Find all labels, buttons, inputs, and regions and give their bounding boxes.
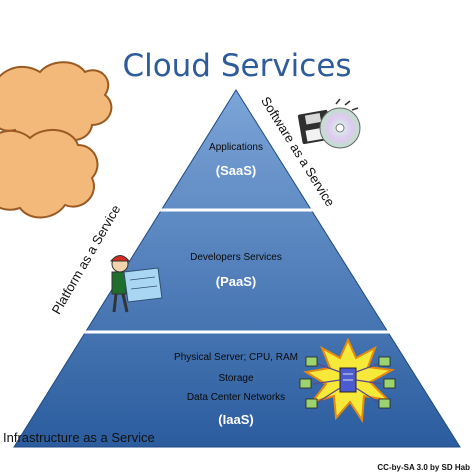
tier-iaas-line-3: Data Center Networks bbox=[186, 392, 286, 403]
tier-iaas-abbr: (IaaS) bbox=[218, 412, 254, 427]
tier-saas-label: Applications bbox=[209, 142, 263, 153]
tier-iaas-line-2: Storage bbox=[218, 373, 254, 384]
tier-saas-abbr: (SaaS) bbox=[215, 163, 257, 178]
cd-disc-icon bbox=[319, 98, 361, 149]
license-credit: CC-by-SA 3.0 by SD Hab bbox=[377, 463, 470, 472]
tier-iaas-line-1: Physical Server; CPU, RAM bbox=[174, 352, 298, 363]
side-label-infrastructure: Infrastructure as a Service bbox=[3, 430, 155, 445]
server-network-icon bbox=[299, 337, 396, 423]
tier-paas-abbr: (PaaS) bbox=[215, 274, 257, 289]
cloud-icon bbox=[0, 61, 113, 219]
tier-paas-label: Developers Services bbox=[190, 252, 282, 263]
diagram-title: Cloud Services bbox=[122, 48, 352, 84]
engineer-with-blueprint-icon bbox=[109, 255, 163, 313]
